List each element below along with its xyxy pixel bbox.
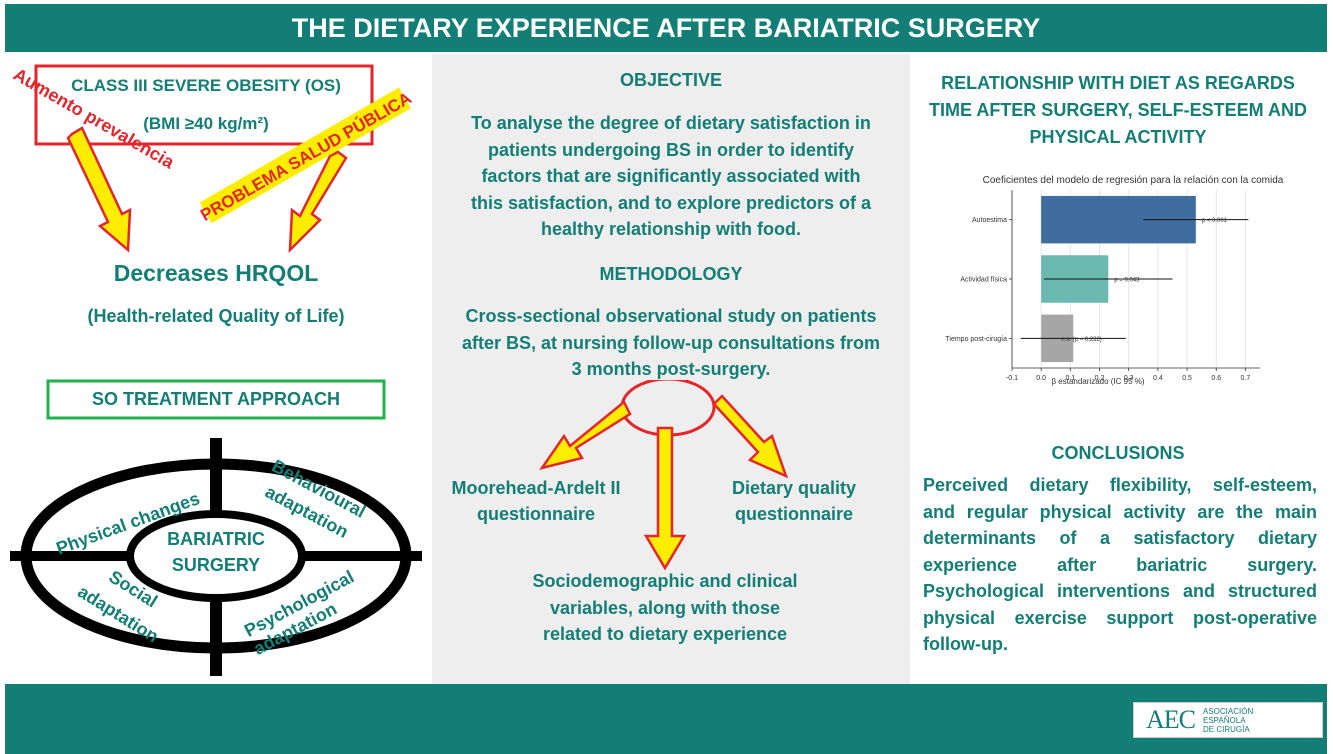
treatment-box	[46, 379, 386, 420]
conclusion-line: and regular physical activity are the ma…	[923, 501, 1317, 522]
footer-bar	[5, 684, 1327, 754]
sociodemographic-line: related to dietary experience	[542, 624, 788, 644]
bmi-text: (BMI ≥40 kg/m²)	[143, 114, 269, 133]
target-diagram: BARIATRIC SURGERY Physical changes Behav…	[10, 438, 422, 676]
dietary-quality-label: Dietary quality questionnaire	[694, 475, 894, 527]
moorehead-line: Moorehead-Ardelt II	[451, 478, 621, 498]
methodology-line: after BS, at nursing follow-up consultat…	[461, 332, 880, 353]
arrow-to-sociodemographic	[643, 426, 687, 571]
chart-title: Coeficientes del modelo de regresión par…	[983, 175, 1284, 186]
target-center-line1: BARIATRIC	[167, 529, 265, 549]
chart-annotation: n.s. (p = 0.232)	[1061, 337, 1102, 343]
chart-category-label: Actividad física	[960, 277, 1007, 284]
conclusions-title: CONCLUSIONS	[1051, 443, 1185, 463]
chart-xtick-label: 0.2	[1095, 375, 1105, 382]
aec-logo-mark: AEC	[1146, 705, 1196, 734]
objective-line: patients undergoing BS in order to ident…	[487, 139, 854, 160]
sociodemographic-label: Sociodemographic and clinical variables,…	[500, 568, 830, 648]
target-center-line2: SURGERY	[172, 555, 260, 575]
relationship-title: RELATIONSHIP WITH DIET AS REGARDS TIME A…	[912, 70, 1324, 151]
dietary-quality-line: questionnaire	[734, 504, 854, 524]
moorehead-label: Moorehead-Ardelt II questionnaire	[436, 475, 636, 527]
methodology-title: METHODOLOGY	[599, 264, 743, 284]
chart-xtick-label: 0.1	[1065, 375, 1075, 382]
aec-logo: AEC ASOCIACIÓN ESPAÑOLA DE CIRUGÍA	[1133, 702, 1323, 738]
conclusion-line: Perceived dietary flexibility, self-este…	[923, 475, 1317, 495]
middle-panel	[432, 54, 910, 684]
sociodemographic-line: Sociodemographic and clinical	[532, 571, 798, 591]
chart-xtick-label: 0.5	[1182, 375, 1192, 382]
chart-category-label: Autoestima	[972, 217, 1007, 224]
arrow-to-dietary-quality	[712, 394, 789, 479]
aec-logo-text: ASOCIACIÓN ESPAÑOLA DE CIRUGÍA	[1203, 707, 1283, 734]
conclusion-line: Psychological interventions and structur…	[923, 581, 1317, 601]
relationship-title-line: RELATIONSHIP WITH DIET AS REGARDS	[941, 73, 1295, 93]
objective-line: To analyse the degree of dietary satisfa…	[471, 113, 871, 133]
aec-logo-text-line: DE CIRUGÍA	[1203, 724, 1250, 734]
chart-xtick-label: 0.4	[1153, 375, 1163, 382]
conclusion-line: determinants of a satisfactory dietary	[923, 528, 1317, 548]
chart-xtick-label: 0.7	[1241, 375, 1251, 382]
moorehead-line: questionnaire	[476, 504, 596, 524]
right-down-arrow	[288, 150, 348, 254]
treatment-approach-label: SO TREATMENT APPROACH	[91, 389, 340, 409]
hrqol-definition: (Health-related Quality of Life)	[87, 306, 345, 326]
chart-bars: p < 0.001 p = 0.043 n.s. (p = 0.232)	[1020, 195, 1249, 363]
class-iii-title: CLASS III SEVERE OBESITY (OS)	[71, 76, 341, 95]
left-down-arrow	[66, 126, 132, 253]
conclusion-line: follow-up.	[923, 634, 1008, 654]
objective-text: To analyse the degree of dietary satisfa…	[432, 110, 910, 243]
chart-xtick-label: 0.0	[1036, 375, 1046, 382]
relationship-title-line: PHYSICAL ACTIVITY	[1029, 127, 1207, 147]
regression-chart: Coeficientes del modelo de regresión par…	[945, 175, 1284, 386]
chart-category-label: Tiempo post-cirugía	[945, 336, 1007, 343]
chart-xtick-label: 0.3	[1124, 375, 1134, 382]
arrow-to-moorehead	[539, 400, 632, 471]
objective-title: OBJECTIVE	[619, 70, 723, 90]
chart-axes: -0.1 0.0 0.1 0.2 0.3 0.4 0.5 0.6 0.7 AutoestimaAc…	[945, 190, 1260, 382]
methodology-line: Cross-sectional observational study on p…	[465, 306, 877, 326]
conclusions-text: Perceived dietary flexibility, self-este…	[923, 472, 1317, 658]
conclusion-line: physical exercise support post-operative	[923, 607, 1317, 628]
objective-line: healthy relationship with food.	[540, 219, 801, 239]
chart-xlabel: β estandarizado (IC 95 %)	[1051, 377, 1144, 386]
methodology-line: 3 months post-surgery.	[571, 359, 771, 379]
left-arrows-diagram: BARIATRIC SURGERY Physical changes Behav…	[10, 64, 422, 676]
objective-line: factors that are significantly associate…	[481, 166, 861, 186]
methodology-arrows	[539, 380, 789, 571]
sociodemographic-line: variables, along with those	[549, 597, 781, 618]
aec-logo-text-line: ASOCIACIÓN ESPAÑOLA	[1203, 706, 1254, 725]
conclusion-line: experience after bariatric surgery.	[923, 554, 1317, 575]
decreases-hrqol: Decreases HRQOL	[113, 260, 319, 286]
dietary-quality-line: Dietary quality	[731, 478, 857, 498]
chart-xtick-label: -0.1	[1006, 375, 1018, 382]
poster-title: THE DIETARY EXPERIENCE AFTER BARIATRIC S…	[5, 4, 1327, 52]
relationship-title-line: TIME AFTER SURGERY, SELF-ESTEEM AND	[928, 100, 1308, 120]
objective-line: this satisfaction, and to explore predic…	[470, 192, 872, 213]
chart-annotation: p = 0.043	[1114, 278, 1140, 284]
chart-annotation: p < 0.001	[1202, 218, 1228, 224]
chart-xtick-label: 0.6	[1211, 375, 1221, 382]
methodology-text: Cross-sectional observational study on p…	[432, 303, 910, 383]
